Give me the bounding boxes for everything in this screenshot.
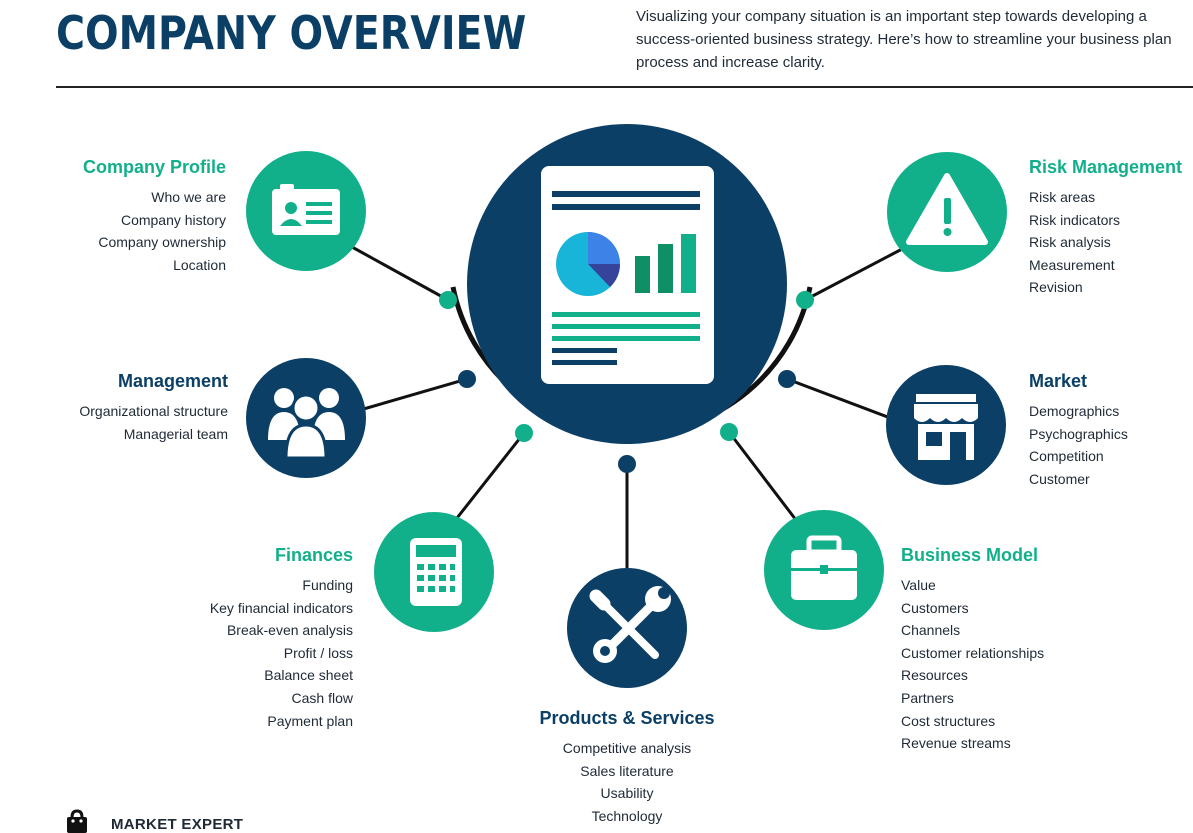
list-item: Key financial indicators [209, 599, 353, 616]
market-title: Market [1029, 371, 1088, 391]
business-model-section: Business Model Value Customers Channels … [901, 545, 1044, 755]
list-item: Resources [901, 667, 968, 684]
junction-dot-business-model [720, 423, 738, 441]
products-services-section: Products & Services Competitive analysis… [527, 708, 727, 827]
list-item: Company ownership [98, 234, 226, 251]
junction-dot-risk [796, 291, 814, 309]
list-item: Customers [901, 599, 969, 616]
connector-business-model [727, 431, 798, 521]
business-model-title: Business Model [901, 545, 1039, 565]
list-item: Break-even analysis [226, 622, 353, 639]
junction-dot-company-profile [439, 291, 457, 309]
list-item: Profit / loss [283, 644, 353, 661]
list-item: Channels [901, 622, 961, 639]
list-item: Customer relationships [901, 644, 1045, 661]
list-item: Revision [1029, 279, 1083, 296]
list-item: Value [901, 577, 936, 593]
company-profile-section: Company Profile Who we are Company histo… [83, 157, 226, 276]
list-item: Balance sheet [264, 667, 353, 684]
calculator-icon [410, 538, 462, 606]
list-item: Technology [591, 807, 663, 824]
products-services-title: Products & Services [539, 708, 715, 728]
connector-market [786, 377, 894, 421]
risk-management-section: Risk Management Risk areas Risk indicato… [1029, 157, 1182, 299]
warning-icon [906, 173, 988, 245]
list-item: Risk indicators [1029, 211, 1121, 228]
connector-management [359, 377, 468, 412]
connector-company-profile [351, 245, 449, 302]
footer-brand: MARKET EXPERT [111, 816, 244, 833]
list-item: Partners [901, 689, 954, 706]
page-title: COMPANY OVERVIEW [56, 6, 527, 60]
list-item: Competition [1029, 448, 1104, 465]
list-item: Company history [120, 211, 226, 228]
junction-dot-products [618, 455, 636, 473]
management-title: Management [117, 371, 228, 391]
finances-title: Finances [274, 545, 353, 565]
list-item: Revenue streams [901, 735, 1011, 752]
list-item: Risk areas [1029, 189, 1096, 205]
list-item: Cash flow [291, 689, 353, 706]
report-document-icon [541, 166, 714, 384]
junction-dot-finances [515, 424, 533, 442]
list-item: Managerial team [123, 425, 228, 442]
briefcase-icon [791, 535, 857, 600]
list-item: Demographics [1029, 403, 1120, 419]
list-item: Sales literature [580, 762, 674, 779]
header-divider [56, 86, 1193, 88]
management-section: Management Organizational structure Mana… [79, 371, 228, 445]
list-item: Customer [1029, 470, 1090, 487]
connector-risk [804, 246, 905, 302]
list-item: Organizational structure [79, 403, 228, 419]
team-icon [268, 388, 345, 460]
junction-dot-market [778, 370, 796, 388]
finances-section: Finances Funding Key financial indicator… [210, 545, 353, 732]
id-card-icon [272, 184, 340, 235]
list-item: Competitive analysis [562, 740, 692, 756]
list-item: Location [173, 256, 226, 273]
list-item: Measurement [1029, 256, 1115, 273]
market-section: Market Demographics Psychographics Compe… [1029, 371, 1128, 490]
storefront-icon [914, 394, 978, 460]
list-item: Who we are [151, 189, 226, 205]
risk-management-title: Risk Management [1029, 157, 1183, 177]
tools-icon [589, 586, 671, 663]
list-item: Payment plan [267, 712, 353, 729]
company-profile-title: Company Profile [82, 157, 226, 177]
list-item: Cost structures [901, 712, 996, 729]
shopping-bag-icon [67, 809, 87, 833]
connector-finances [455, 432, 526, 519]
junction-dot-management [458, 370, 476, 388]
list-item: Funding [302, 577, 353, 593]
list-item: Psychographics [1029, 425, 1128, 442]
intro-text: Visualizing your company situation is an… [636, 8, 1172, 71]
list-item: Usability [600, 785, 654, 802]
list-item: Risk analysis [1029, 234, 1111, 251]
